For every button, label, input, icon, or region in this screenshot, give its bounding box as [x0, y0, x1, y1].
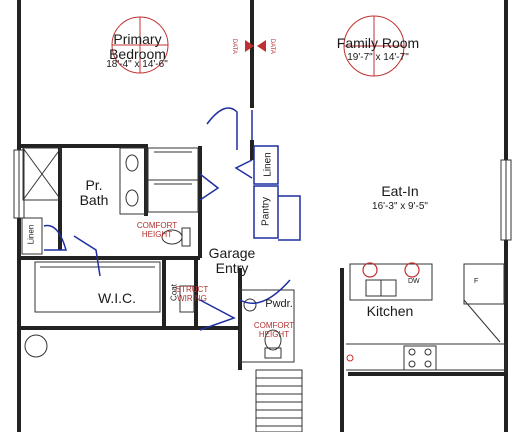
eat-in-dims: 16'-3" x 9'-5"	[372, 201, 428, 212]
comfort-height-pwdr-1: COMFORT	[253, 321, 295, 330]
data-outlets	[245, 40, 266, 52]
family-room-label: Family Room	[336, 35, 420, 51]
garage-entry-name-1: Garage	[208, 245, 256, 261]
kitchen-counter	[346, 263, 507, 371]
primary-bedroom-name-1: Primary	[113, 31, 162, 47]
linen-left-label: Linen	[26, 224, 36, 245]
linen-upper-label: Linen	[262, 152, 274, 177]
door-swings	[43, 107, 291, 331]
pwdr-label: Pwdr.	[265, 298, 293, 310]
struct-wiring-1: STRUCT	[175, 285, 209, 294]
comfort-height-bath-1: COMFORT	[136, 221, 178, 230]
primary-bedroom-label: Primary Bedroom	[100, 32, 175, 61]
bath-linen-closet	[147, 147, 199, 213]
data-label-right: DATA	[268, 38, 275, 54]
pr-bath-label: Pr. Bath	[74, 178, 114, 207]
walls	[17, 0, 508, 432]
powder-room	[239, 289, 295, 363]
comfort-height-pwdr: COMFORT HEIGHT	[250, 321, 298, 340]
eat-in-label: Eat-In	[381, 183, 419, 199]
kitchen-label: Kitchen	[366, 303, 414, 319]
left-linen-closet	[21, 217, 43, 255]
comfort-height-pwdr-2: HEIGHT	[258, 329, 290, 339]
comfort-height-bath-2: HEIGHT	[141, 229, 173, 239]
fridge-label: F	[474, 278, 479, 285]
kitchen-island	[349, 262, 433, 301]
primary-bedroom-dims: 18'-4" x 14'-6"	[106, 59, 168, 70]
stair	[255, 369, 303, 432]
family-room-dims: 19'-7" x 14'-7"	[347, 52, 409, 63]
pantry-linen	[234, 145, 301, 241]
shower	[22, 147, 62, 201]
vanity	[119, 147, 147, 215]
windows	[13, 149, 512, 241]
pantry-label: Pantry	[260, 197, 272, 226]
pr-bath-name-2: Bath	[79, 191, 109, 208]
ceiling-fans	[111, 15, 405, 77]
dishwasher-label: DW	[408, 278, 420, 285]
primary-bedroom-name-2: Bedroom	[109, 45, 166, 62]
struct-wiring: STRUCT WIRING	[172, 285, 212, 304]
wic-label: W.I.C.	[97, 290, 137, 306]
bath-toilet	[161, 227, 191, 247]
wall-fixtures	[179, 285, 354, 362]
data-label-left: DATA	[230, 38, 237, 54]
garage-entry-name-2: Entry	[215, 259, 249, 276]
garage-entry-label: Garage Entry	[202, 246, 262, 275]
pr-bath-name-1: Pr.	[85, 177, 103, 193]
struct-wiring-2: WIRING	[177, 293, 207, 303]
comfort-height-bath: COMFORT HEIGHT	[132, 221, 182, 240]
wic-shelving	[24, 261, 161, 358]
